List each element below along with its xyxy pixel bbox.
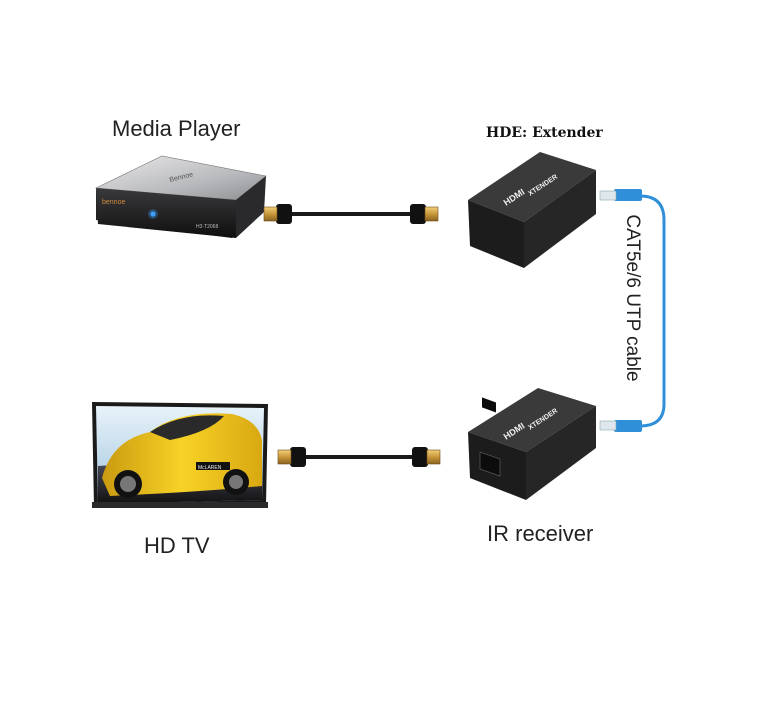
hdmi-plug-left-top [276, 204, 292, 224]
hdmi-plug-right-top [410, 204, 426, 224]
hdmi-cable-top [263, 204, 439, 224]
media-player-device: bennoe H3·T2068 Bennoe [94, 155, 267, 238]
rj45-port [479, 451, 501, 477]
ir-receiver-label: IR receiver [487, 521, 594, 546]
power-led [150, 211, 156, 217]
hdmi-cable-bottom [277, 447, 441, 467]
player-brand-text: bennoe [102, 199, 125, 206]
player-model-text: H3·T2068 [196, 224, 218, 230]
car-plate-text: McLAREN [198, 465, 222, 471]
hd-tv-label: HD TV [144, 533, 210, 558]
hd-tv-device: McLAREN [92, 402, 268, 508]
cable-label: CAT5e/6 UTP cable [622, 214, 643, 382]
extender-transmitter-device: HDMI XTENDER [468, 152, 596, 413]
rj45-plug-bottom [614, 420, 642, 432]
hdmi-plug-right-bottom [412, 447, 428, 467]
media-player-label: Media Player [112, 116, 241, 141]
hdmi-plug-left-bottom [290, 447, 306, 467]
extender-label: HDE: Extender [486, 125, 603, 141]
ir-receiver-device: HDMI XTENDER [468, 388, 596, 500]
rj45-plug-top [614, 189, 642, 201]
car-image [102, 413, 262, 496]
utp-cable [599, 189, 666, 432]
